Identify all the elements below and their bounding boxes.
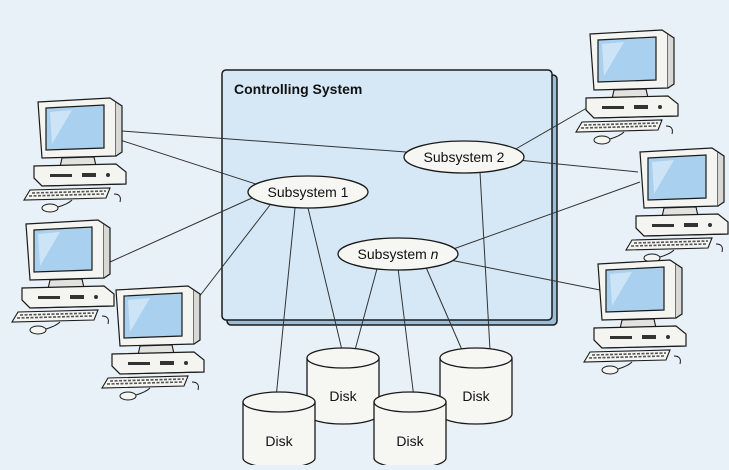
link-sn-d5	[424, 264, 463, 351]
link-c1-s2	[121, 130, 407, 153]
desktop-computer-icon	[583, 259, 687, 375]
computer-6	[583, 259, 687, 375]
link-c2-s1	[109, 197, 253, 263]
desktop-computer-icon	[575, 29, 679, 145]
computer-1	[23, 97, 127, 213]
subsystem-n-label: Subsystem n	[358, 246, 439, 262]
computer-5	[625, 147, 729, 263]
link-sn-d3	[397, 267, 415, 399]
link-c3-s1	[191, 204, 271, 307]
desktop-computer-icon	[625, 147, 729, 263]
disk-1-label: Disk	[265, 433, 293, 449]
link-c5-s2	[517, 159, 639, 173]
disk-1: Disk	[242, 391, 316, 469]
desktop-computer-icon	[101, 285, 205, 401]
subsystem-n: Subsystem n	[337, 237, 459, 271]
disk-2: Disk	[306, 347, 380, 425]
computer-2	[11, 219, 115, 335]
disk-3: Disk	[373, 391, 447, 469]
disk-3-label: Disk	[396, 433, 424, 449]
disk-2-label: Disk	[329, 388, 357, 404]
disk-5: Disk	[439, 347, 513, 425]
link-s1-d1	[275, 207, 296, 399]
link-c4-s2	[513, 104, 593, 151]
link-c5-sn	[444, 181, 641, 253]
desktop-computer-icon	[11, 219, 115, 335]
computer-3	[101, 285, 205, 401]
controlling-system-title: Controlling System	[234, 81, 362, 97]
subsystem-2: Subsystem 2	[403, 140, 525, 174]
link-s2-d5	[479, 171, 491, 351]
disk-5-label: Disk	[462, 388, 490, 404]
link-sn-d2	[354, 264, 379, 351]
connection-lines	[109, 104, 641, 399]
subsystem-1: Subsystem 1	[247, 175, 369, 209]
subsystem-2-label: Subsystem 2	[424, 149, 505, 165]
computer-4	[575, 29, 679, 145]
controlling-system-panel: Controlling System	[221, 69, 558, 326]
link-c6-sn	[449, 259, 601, 291]
link-s1-d2	[307, 207, 343, 351]
subsystem-1-label: Subsystem 1	[268, 184, 349, 200]
link-c1-s1	[119, 139, 263, 187]
desktop-computer-icon	[23, 97, 127, 213]
